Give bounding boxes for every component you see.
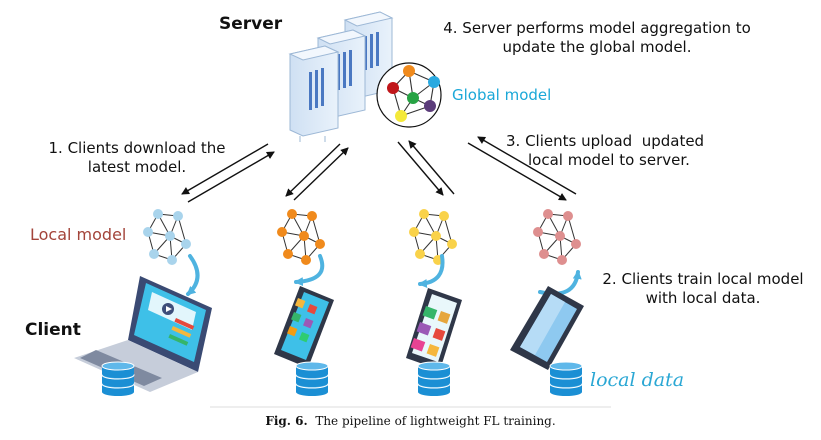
model-node bbox=[533, 227, 543, 237]
step2-line2: with local data. bbox=[645, 289, 761, 307]
model-node bbox=[447, 239, 457, 249]
curve-arrow-2 bbox=[294, 254, 325, 287]
model-node bbox=[167, 255, 177, 265]
step3-line2: local model to server. bbox=[528, 151, 690, 169]
step1-text: 1. Clients download the latest model. bbox=[14, 139, 260, 177]
model-node bbox=[563, 211, 573, 221]
step1-line1: 1. Clients download the bbox=[48, 139, 226, 157]
local-model-graph-4 bbox=[533, 209, 581, 265]
phone-icon-3 bbox=[510, 286, 584, 370]
database-icon-2 bbox=[295, 361, 329, 396]
step4-line2: update the global model. bbox=[502, 38, 692, 56]
step3-text: 3. Clients upload updated local model to… bbox=[506, 132, 746, 170]
curve-arrow-3 bbox=[418, 254, 445, 288]
model-node bbox=[153, 209, 163, 219]
model-node bbox=[419, 209, 429, 219]
model-node bbox=[439, 211, 449, 221]
client-label: Client bbox=[25, 320, 81, 340]
step4-line1: 4. Server performs model aggregation to bbox=[443, 19, 751, 37]
database-icon-3 bbox=[417, 361, 451, 396]
model-node bbox=[415, 249, 425, 259]
model-node bbox=[149, 249, 159, 259]
database-icon-4 bbox=[549, 361, 583, 396]
caption-text: The pipeline of lightweight FL training. bbox=[315, 414, 556, 428]
server-icon bbox=[288, 11, 394, 142]
server-label: Server bbox=[219, 14, 283, 34]
global-model-icon bbox=[376, 62, 442, 128]
local-models bbox=[143, 209, 581, 265]
curve-arrow-1 bbox=[186, 254, 200, 296]
model-node bbox=[165, 231, 175, 241]
global-model-label: Global model bbox=[452, 86, 552, 104]
model-node bbox=[307, 211, 317, 221]
arrows bbox=[181, 136, 577, 203]
model-node bbox=[557, 255, 567, 265]
model-node bbox=[571, 239, 581, 249]
model-node bbox=[143, 227, 153, 237]
phone-icon-1 bbox=[274, 286, 334, 368]
model-node bbox=[173, 211, 183, 221]
local-model-graph-3 bbox=[409, 209, 457, 265]
local-model-label: Local model bbox=[30, 225, 127, 244]
model-node bbox=[409, 227, 419, 237]
model-node bbox=[287, 209, 297, 219]
model-node bbox=[299, 231, 309, 241]
model-node bbox=[431, 231, 441, 241]
step2-text: 2. Clients train local model with local … bbox=[588, 270, 818, 308]
databases bbox=[101, 361, 583, 396]
local-model-graph-2 bbox=[277, 209, 325, 265]
step4-text: 4. Server performs model aggregation to … bbox=[432, 19, 762, 57]
model-node bbox=[277, 227, 287, 237]
local-data-label: local data bbox=[590, 369, 685, 391]
step1-line2: latest model. bbox=[87, 158, 187, 176]
step2-line1: 2. Clients train local model bbox=[602, 270, 804, 288]
model-node bbox=[555, 231, 565, 241]
training-arrows bbox=[186, 254, 582, 296]
model-node bbox=[539, 249, 549, 259]
caption-prefix: Fig. 6. bbox=[265, 414, 308, 428]
server-unit-1 bbox=[288, 45, 340, 142]
model-node bbox=[543, 209, 553, 219]
model-node bbox=[301, 255, 311, 265]
database-icon-1 bbox=[101, 361, 135, 396]
phone-icon-2 bbox=[406, 288, 462, 370]
figure-caption: Fig. 6. The pipeline of lightweight FL t… bbox=[0, 414, 821, 428]
model-node bbox=[283, 249, 293, 259]
model-node bbox=[181, 239, 191, 249]
model-node bbox=[315, 239, 325, 249]
step3-line1: 3. Clients upload updated bbox=[506, 132, 705, 150]
laptop-icon bbox=[74, 276, 212, 392]
local-model-graph-1 bbox=[143, 209, 191, 265]
